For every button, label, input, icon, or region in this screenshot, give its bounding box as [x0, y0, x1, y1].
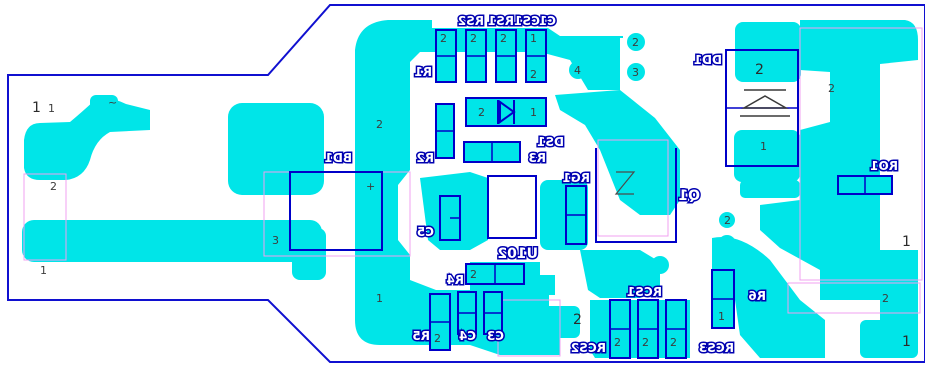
label-ro1: RO1: [870, 159, 898, 173]
label-rcs3: RCS3: [699, 341, 734, 355]
footprint-ds1[interactable]: [465, 97, 547, 127]
pad-cs1-2: 2: [440, 32, 447, 45]
trace-vertical-center: [535, 290, 549, 350]
pad-bd1-plus: +: [366, 180, 375, 193]
pad-c1-1: 1: [530, 32, 537, 45]
silk-q1: [597, 139, 669, 237]
copper-pour-input-bottom: [22, 220, 322, 262]
board-outline: [7, 4, 925, 363]
silk-j1: [23, 173, 67, 261]
silkscreen-layer: [23, 27, 923, 357]
label-rcs1: RCS1: [627, 285, 662, 299]
pad-numbers: 1 1 2 1 ~ 3 2 1 + 2 2 2 1 2 2 1 2 3 4 2 …: [32, 32, 911, 350]
label-rcs2: RCS2: [571, 341, 606, 355]
pad-bd1-3: 3: [272, 234, 279, 247]
u102-pin1-marker: [515, 182, 525, 192]
pad-r6-1: 1: [718, 310, 725, 323]
label-rs1: RS1: [488, 14, 514, 28]
label-cs1: CS1: [514, 14, 540, 28]
pad-j1-1: 1: [32, 100, 41, 116]
pad-q1-2: 2: [724, 214, 731, 227]
label-r6: R6: [748, 289, 766, 303]
pad-dd1-2: 2: [755, 62, 764, 78]
via-pad-source-b: [651, 256, 669, 274]
via-pad-source: [601, 261, 619, 279]
silk-output-connector: [799, 27, 923, 281]
label-ds1: DS1: [537, 135, 564, 149]
pad-rcs1-2: 2: [642, 336, 649, 349]
ds1-diode-symbol: [497, 100, 516, 124]
copper-pad-bd1-3: [292, 228, 326, 280]
label-c3: C3: [487, 329, 504, 343]
copper-pad-output-1: [860, 320, 918, 358]
label-r3: R3: [528, 151, 546, 165]
pad-center-2: 2: [573, 312, 582, 328]
copper-pad-dd1-1: [734, 130, 800, 182]
designator-labels: BD1 R1 R2 R3 R4 R5 R6 C1 C5 C4 C3 CS1 RS…: [323, 13, 899, 357]
footprint-bd1: [289, 171, 383, 251]
footprint-u102[interactable]: [487, 175, 537, 239]
label-c4: C4: [459, 329, 476, 343]
label-c5: C5: [417, 225, 434, 239]
copper-pour-main: [355, 20, 620, 355]
trace-stub: [620, 36, 623, 38]
pad-out-2b: 2: [882, 292, 889, 305]
pad-via-2: 2: [632, 36, 639, 49]
label-q1: Q1: [678, 188, 700, 204]
label-r4: R4: [446, 273, 464, 287]
via-pad-3: [627, 63, 645, 81]
pad-out-1b: 1: [902, 334, 911, 350]
label-c1: C1: [539, 14, 556, 28]
label-u102: U102: [497, 246, 538, 262]
footprint-q1[interactable]: [595, 148, 677, 243]
copper-pour-source: [580, 250, 660, 298]
label-r2: R2: [416, 151, 434, 165]
q1-glyph: [614, 171, 636, 195]
label-rg1: RG1: [563, 171, 590, 185]
copper-pour-input-top: [24, 98, 150, 180]
copper-pour-q1: [555, 90, 680, 215]
pad-j1-1b: 1: [48, 102, 55, 115]
pad-rcs3-2: 2: [670, 336, 677, 349]
pad-out-1: 1: [902, 234, 911, 250]
label-r5: R5: [412, 329, 430, 343]
pad-c1-2: 2: [530, 68, 537, 81]
via-pad-4: [569, 61, 587, 79]
pad-ds1-1: 1: [530, 106, 537, 119]
label-bd1: BD1: [325, 151, 352, 165]
label-r1: R1: [414, 65, 432, 79]
copper-pad-dd1-2: [735, 22, 801, 82]
pad-j1-2: 2: [50, 180, 57, 193]
pad-dd1-1: 1: [760, 140, 767, 153]
copper-strip-dd1: [740, 180, 800, 198]
pad-main-2: 2: [376, 118, 383, 131]
pad-r4-2: 2: [470, 268, 477, 281]
via-pad-q1-2: [719, 212, 735, 228]
copper-pour-bd1: [228, 103, 324, 195]
pad-ds1-2: 2: [478, 106, 485, 119]
pad-via-4: 4: [574, 64, 581, 77]
pad-out-2: 2: [828, 82, 835, 95]
copper-pour-r6: [712, 236, 825, 358]
label-dd1: DD1: [694, 53, 722, 67]
pad-tilde-top: ~: [108, 96, 117, 109]
dd1-diode-symbol: [740, 89, 790, 117]
pad-main-1: 1: [376, 292, 383, 305]
pad-j1-1c: 1: [40, 264, 47, 277]
pad-via-3: 3: [632, 66, 639, 79]
via-pad-q1-3: [718, 235, 736, 253]
pad-rs1-2: 2: [470, 32, 477, 45]
pad-rs2-2: 2: [500, 32, 507, 45]
copper-pad-tilde-left: [90, 95, 118, 121]
pad-rcs2-2: 2: [614, 336, 621, 349]
pad-r5-2: 2: [434, 332, 441, 345]
silk-output-pad: [787, 282, 921, 314]
label-rs2: RS2: [458, 14, 484, 28]
via-pad-2: [627, 33, 645, 51]
